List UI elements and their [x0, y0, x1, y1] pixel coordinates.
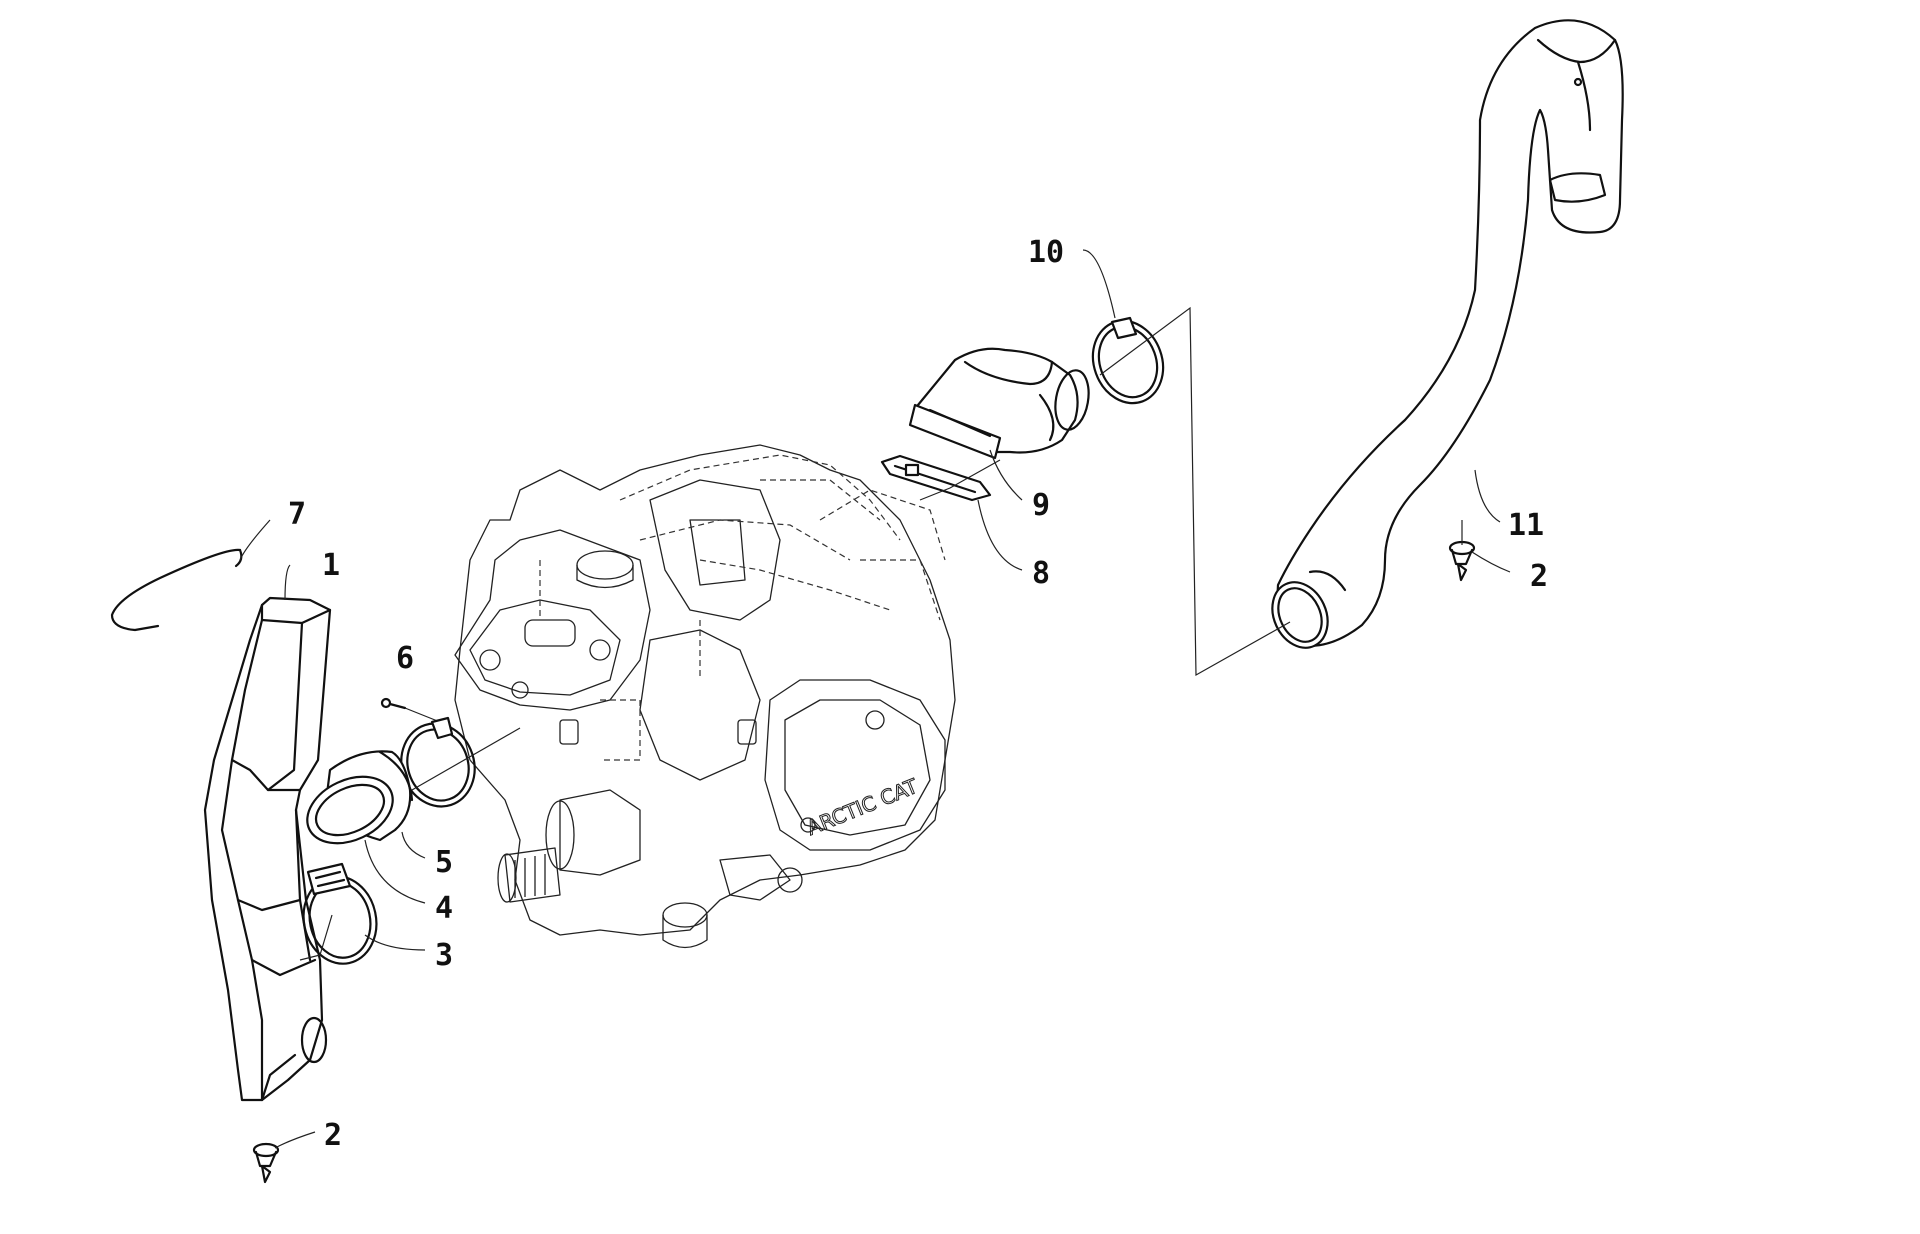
callout-10: 10 [1028, 235, 1064, 270]
part-2-push-rivet-right [1448, 540, 1476, 582]
part-7-clip [110, 548, 243, 632]
part-3-hose-clamp [302, 862, 378, 965]
part-5-clamp [400, 716, 476, 808]
part-6-screw [380, 697, 441, 723]
callout-7: 7 [288, 497, 306, 532]
callout-labels: 1 2 2 3 4 5 6 7 8 9 10 11 [288, 235, 1548, 1153]
connection-lines [299, 306, 1463, 961]
callout-5: 5 [435, 845, 453, 880]
callout-6: 6 [396, 641, 414, 676]
callout-leaders [239, 249, 1511, 1149]
part-1-intake-duct [203, 596, 332, 1102]
engine-brand-stamp: ARCTIC CAT [803, 774, 921, 840]
part-2-push-rivet-left [252, 1142, 280, 1184]
callout-2-left: 2 [324, 1118, 342, 1153]
callout-1: 1 [322, 548, 340, 583]
part-4-intake-boot [306, 750, 414, 845]
callout-11: 11 [1508, 508, 1544, 543]
callout-4: 4 [435, 891, 453, 926]
callout-3: 3 [435, 938, 453, 973]
engine-assembly: ARCTIC CAT [454, 444, 956, 949]
part-10-clamp [1091, 316, 1165, 405]
callout-8: 8 [1032, 556, 1050, 591]
part-11-intake-tube [1271, 19, 1624, 649]
callout-9: 9 [1032, 488, 1050, 523]
part-8-gasket [880, 454, 992, 502]
part-9-elbow-boot [908, 347, 1090, 460]
callout-2-right: 2 [1530, 559, 1548, 594]
